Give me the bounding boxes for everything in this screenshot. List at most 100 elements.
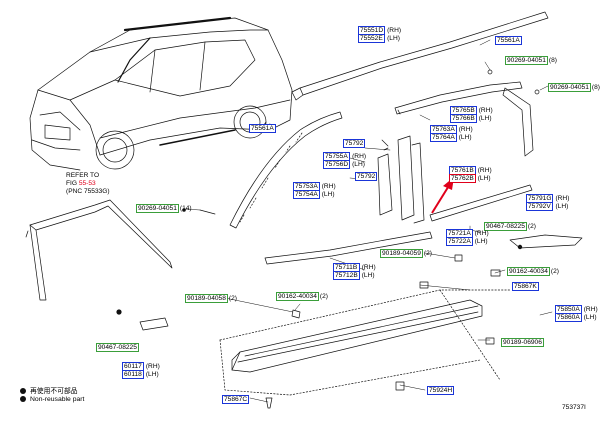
belt-moulding-rear xyxy=(429,184,533,222)
vehicle-illustration xyxy=(29,16,293,171)
non-reusable-dot-icon xyxy=(20,388,26,395)
part-code[interactable]: 90467-08225 xyxy=(484,222,527,231)
label-group-75850: 75850A 75860A (RH) (LH) xyxy=(555,305,598,322)
side-lh: (LH) xyxy=(583,313,597,321)
qty: (8) xyxy=(591,83,600,91)
part-code[interactable]: 75561A xyxy=(495,36,522,45)
side-lh: (LH) xyxy=(321,190,335,198)
label-75867K: 75867K xyxy=(512,282,539,291)
part-code[interactable]: 90162-40034 xyxy=(276,292,319,301)
side-rh: (RH) xyxy=(387,26,402,34)
qty: (2) xyxy=(319,292,328,300)
part-code[interactable]: 75792 xyxy=(355,172,378,181)
qty: (2) xyxy=(527,222,536,230)
legend-item-jp: 再使用不可部品 xyxy=(20,388,84,396)
label-75924H: 75924H xyxy=(427,386,455,395)
part-code[interactable]: 90162-40034 xyxy=(507,267,550,276)
part-code[interactable]: 75867C xyxy=(222,395,250,404)
part-code[interactable]: 90269-04051 xyxy=(136,204,179,213)
part-code[interactable]: 75764A xyxy=(430,133,457,142)
side-lh: (LH) xyxy=(352,160,365,168)
label-90189-04058: 90189-04058 (2) xyxy=(185,294,237,303)
label-75561A-left: 75561A xyxy=(249,124,276,133)
part-code[interactable]: 75561A xyxy=(249,124,276,133)
part-code[interactable]: 90189-06906 xyxy=(501,338,544,347)
side-rh: (RH) xyxy=(361,263,376,271)
label-75792-b: 75792 xyxy=(355,172,378,181)
nut-markers xyxy=(116,208,523,315)
label-90269-04051-top: 90269-04051 (8) xyxy=(505,56,557,65)
side-rh: (RH) xyxy=(478,106,493,114)
non-reusable-dot-icon xyxy=(20,396,26,403)
label-75792-a: 75792 xyxy=(343,139,366,148)
part-code[interactable]: 75552E xyxy=(358,34,386,43)
part-code[interactable]: 75860A xyxy=(555,313,582,322)
legend-label-en: Non-reusable part xyxy=(30,396,85,403)
label-group-75791: 75791G 75792V (RH) (LH) xyxy=(526,194,569,211)
refer-pnc: (PNC 75533G) xyxy=(66,188,110,195)
part-code[interactable]: 90189-04058 xyxy=(185,294,228,303)
part-code[interactable]: 75754A xyxy=(293,190,320,199)
refer-note: REFER TO FIG 55-53 (PNC 75533G) xyxy=(66,172,110,196)
label-90467-08225-left: 90467-08225 xyxy=(96,343,139,352)
part-code[interactable]: 90269-04051 xyxy=(505,56,548,65)
label-group-75711: 75711B 75712B (RH) (LH) xyxy=(333,263,376,280)
label-90162-40034-top: 90162-40034 (2) xyxy=(507,267,559,276)
label-group-75763: 75763A 75764A (RH) (LH) xyxy=(430,125,473,142)
pillar-garnish-right xyxy=(502,87,534,157)
legend-item-en: Non-reusable part xyxy=(20,396,84,404)
legend-label-jp: 再使用不可部品 xyxy=(30,388,78,395)
label-75867C: 75867C xyxy=(222,395,250,404)
label-group-75721: 75721A 75722A (RH) (LH) xyxy=(446,229,489,246)
label-group-75755: 75755A 75756D (RH) (LH) xyxy=(323,152,366,169)
label-90467-08225-right: 90467-08225 (2) xyxy=(484,222,536,231)
part-code[interactable]: 90467-08225 xyxy=(96,343,139,352)
windshield-weatherstrip xyxy=(25,199,173,301)
roof-moulding-lower xyxy=(394,81,523,115)
part-code[interactable]: 75792V xyxy=(526,202,554,211)
part-code[interactable]: 75722A xyxy=(446,237,473,246)
part-code[interactable]: 75712B xyxy=(333,271,360,280)
side-lh: (LH) xyxy=(555,202,569,210)
belt-moulding-front xyxy=(264,231,433,265)
rocker-fastener-frame xyxy=(219,289,511,396)
part-code[interactable]: 75792 xyxy=(343,139,366,148)
part-code[interactable]: 90269-04051 xyxy=(548,83,591,92)
side-rh: (RH) xyxy=(458,125,473,133)
roof-moulding-upper xyxy=(291,11,549,101)
refer-fig-prefix: FIG xyxy=(66,180,79,187)
qty: (2) xyxy=(228,294,237,302)
side-rh: (RH) xyxy=(321,182,336,190)
qty: (2) xyxy=(423,249,432,257)
center-pillar-garnish-a xyxy=(377,153,393,216)
qty: (2) xyxy=(550,267,559,275)
part-code[interactable]: 90189-04059 xyxy=(380,249,423,258)
qty: (14) xyxy=(179,204,192,212)
refer-fig[interactable]: FIG 55-53 xyxy=(66,180,110,188)
leader-lines xyxy=(183,39,553,403)
side-lh: (LH) xyxy=(477,174,491,182)
side-lh: (LH) xyxy=(458,133,472,141)
diagram-id: 753737I xyxy=(562,404,586,411)
side-lh: (LH) xyxy=(145,370,159,378)
rocker-moulding xyxy=(231,299,483,373)
part-code[interactable]: 75766B xyxy=(450,114,477,123)
label-group-75753: 75753A 75754A (RH) (LH) xyxy=(293,182,336,199)
label-90189-06906: 90189-06906 xyxy=(501,338,544,347)
part-code[interactable]: 75756D xyxy=(323,160,351,169)
qty: (8) xyxy=(548,56,557,64)
label-group-75551: 75551D 75552E (RH) (LH) xyxy=(358,26,401,43)
fasteners xyxy=(139,69,540,409)
center-pillar-garnish-b xyxy=(397,135,425,224)
legend: 再使用不可部品 Non-reusable part xyxy=(20,388,84,404)
side-rh: (RH) xyxy=(583,305,598,313)
part-code[interactable]: 75867K xyxy=(512,282,539,291)
side-lh: (LH) xyxy=(478,114,492,122)
part-code-highlighted[interactable]: 75762B xyxy=(449,174,476,183)
part-code[interactable]: 60118 xyxy=(122,370,144,379)
part-code[interactable]: 75924H xyxy=(427,386,455,395)
refer-fig-link[interactable]: 55-53 xyxy=(78,180,96,187)
side-lh: (LH) xyxy=(387,34,400,42)
refer-line: REFER TO xyxy=(66,172,100,179)
